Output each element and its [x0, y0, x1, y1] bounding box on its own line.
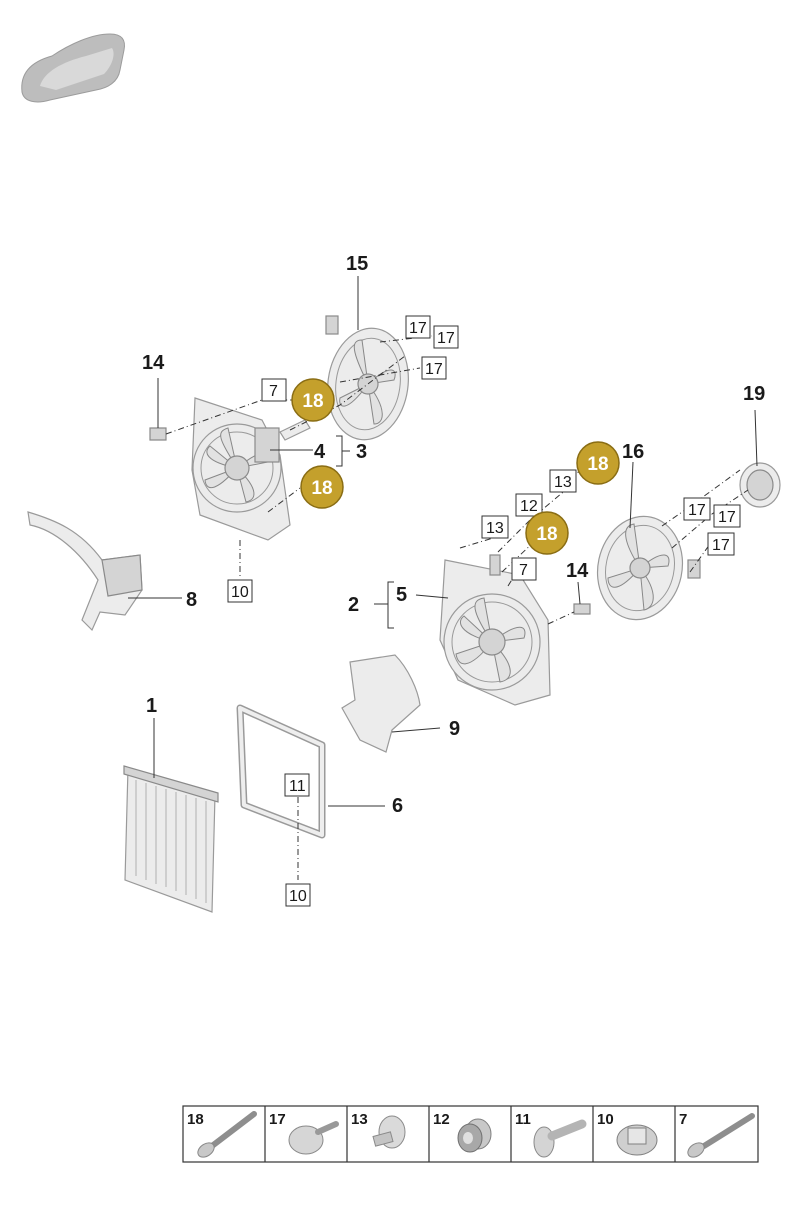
badge-18-upper-label: 18 [302, 391, 323, 412]
badge-18-middle-left-label: 18 [311, 478, 332, 499]
callout-19: 19 [743, 383, 765, 405]
boxed-7-upper: 7 [269, 383, 278, 400]
boxed-labels [227, 315, 741, 907]
legend-label-3: 12 [433, 1111, 450, 1128]
badge-18-right [525, 511, 569, 555]
boxed-17-c: 17 [425, 361, 443, 378]
legend-label-5: 10 [597, 1111, 614, 1128]
screw-washer-icon [288, 1121, 339, 1155]
legend-label-0: 18 [187, 1111, 204, 1128]
radiator-frame [236, 704, 326, 839]
bracket-upper [149, 427, 167, 441]
boxed-label-text: 7 10 17 17 17 13 12 13 7 17 17 17 11 10 [231, 320, 736, 905]
boxed-17-e: 17 [718, 509, 736, 526]
callout-8: 8 [186, 589, 197, 611]
fan-right [596, 515, 701, 621]
callout-15: 15 [346, 253, 368, 275]
boxed-17-f: 17 [712, 537, 730, 554]
bolt-icon [687, 1113, 755, 1158]
boxed-10-upper: 10 [231, 584, 249, 601]
car-thumbnail-icon [21, 33, 125, 103]
bracket-right [573, 603, 591, 615]
badge-18-top-right-label: 18 [587, 454, 608, 475]
callout-3: 3 [356, 441, 367, 463]
air-duct-left [27, 511, 143, 632]
boxed-12: 12 [520, 498, 538, 515]
legend-label-6: 7 [679, 1111, 687, 1128]
boxed-13-b: 13 [486, 520, 504, 537]
callout-6: 6 [392, 795, 403, 817]
boxed-11: 11 [289, 778, 306, 795]
clip-nut-icon [616, 1124, 658, 1156]
boxed-17-a: 17 [409, 320, 427, 337]
air-duct-center [341, 654, 421, 753]
fan-motor [739, 462, 781, 508]
badge-18-top-right [576, 441, 620, 485]
callout-2: 2 [348, 594, 359, 616]
callout-labels: 1 2 3 4 5 6 8 9 14 14 15 16 19 [142, 253, 765, 817]
boxed-7-right: 7 [519, 562, 528, 579]
grommet-icon [457, 1118, 492, 1153]
fan-shroud-right [439, 554, 551, 706]
boxed-17-b: 17 [437, 330, 455, 347]
leader-lines [128, 276, 758, 807]
callout-5: 5 [396, 584, 407, 606]
boxed-10-lower: 10 [289, 888, 307, 905]
stud-icon [372, 1115, 406, 1149]
badge-18-right-label: 18 [536, 524, 557, 545]
fan-upper [325, 315, 409, 441]
legend-label-4: 11 [515, 1111, 531, 1128]
boxed-17-d: 17 [688, 502, 706, 519]
bolt-long-icon [197, 1111, 257, 1158]
fan-shroud-left [191, 397, 311, 541]
legend-label-1: 17 [269, 1111, 286, 1128]
fastener-legend: 18 17 13 12 11 10 7 [182, 1105, 759, 1163]
legend-label-2: 13 [351, 1111, 368, 1128]
badge-18-middle-left [300, 465, 344, 509]
callout-9: 9 [449, 718, 460, 740]
callout-1: 1 [146, 695, 157, 717]
callout-14-upper: 14 [142, 352, 165, 374]
boxed-13-a: 13 [554, 474, 572, 491]
callout-4: 4 [314, 441, 326, 463]
callout-16: 16 [622, 441, 644, 463]
push-clip-icon [533, 1119, 587, 1158]
badges: 18 18 18 18 [291, 378, 620, 555]
callout-14-right: 14 [566, 560, 589, 582]
radiator [123, 765, 219, 913]
badge-18-upper [291, 378, 335, 422]
